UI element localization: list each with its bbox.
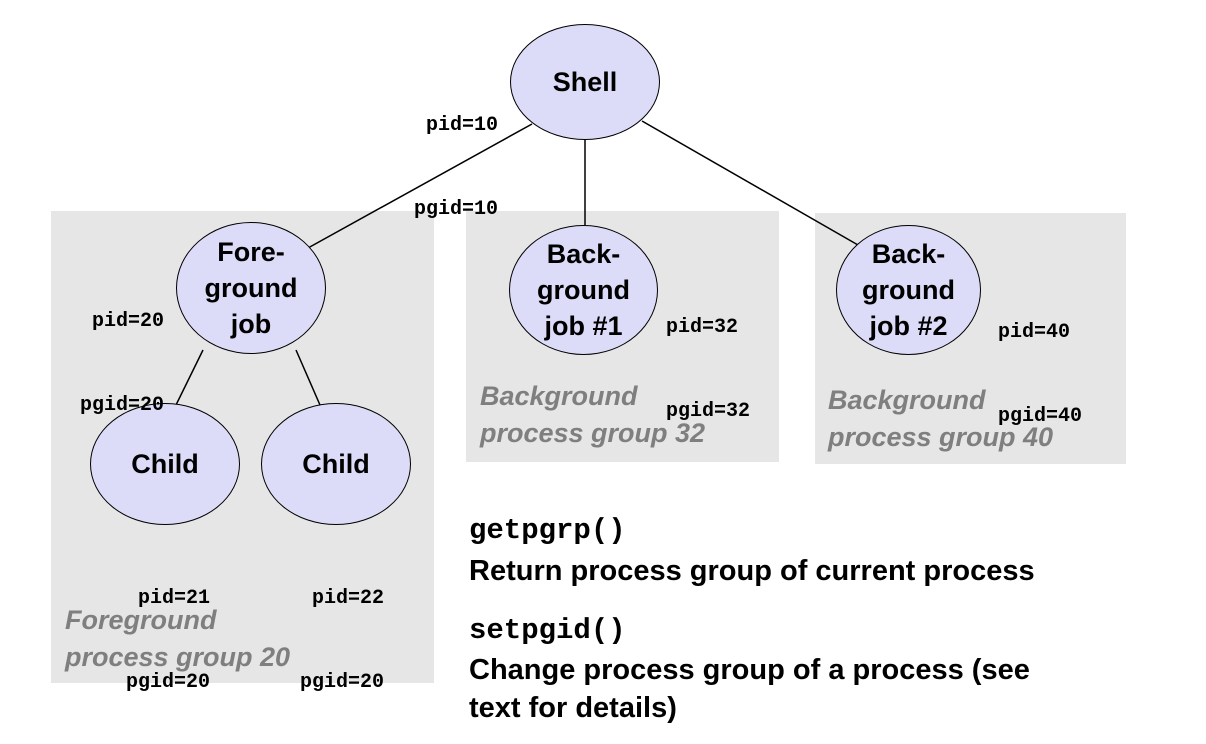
edge-shell-background-2 xyxy=(641,120,859,246)
background-group-40-label: Background process group 40 xyxy=(828,385,1054,452)
child-2-pid: pid=22 xyxy=(311,587,384,610)
shell-node: Shell xyxy=(510,24,660,140)
foreground-job-ids: pid=20 pgid=20 xyxy=(56,252,164,448)
child-1-pid: pid=21 xyxy=(137,587,210,610)
setpgid-function-name: setpgid() xyxy=(469,614,626,647)
child-2-pgid: pgid=20 xyxy=(299,671,384,694)
getpgrp-function-name: getpgrp() xyxy=(469,514,626,547)
foreground-group-label: Foreground process group 20 xyxy=(65,605,291,672)
edge-shell-foreground xyxy=(307,123,533,249)
edge-foreground-child-2 xyxy=(295,349,321,406)
background-job-2-ids: pid=40 pgid=40 xyxy=(998,263,1108,459)
background-job-2-node: Back- ground job #2 xyxy=(836,225,981,355)
edge-foreground-child-1 xyxy=(175,349,204,406)
background-job-1-ids: pid=32 pgid=32 xyxy=(666,258,776,454)
child-2-node: Child xyxy=(261,403,411,525)
background-group-32-label: Background process group 32 xyxy=(480,381,706,448)
background-job-1-pid: pid=32 xyxy=(666,316,739,339)
foreground-job-pid: pid=20 xyxy=(91,310,164,333)
background-job-2-pid: pid=40 xyxy=(998,321,1071,344)
getpgrp-description: Return process group of current process xyxy=(469,555,1035,587)
child-1-pgid: pgid=20 xyxy=(125,671,210,694)
shell-pid: pid=10 xyxy=(425,114,498,137)
shell-pgid: pgid=10 xyxy=(413,198,498,221)
child-2-ids: pid=22 pgid=20 xyxy=(274,529,384,725)
foreground-job-pgid: pgid=20 xyxy=(79,394,164,417)
background-job-1-node: Back- ground job #1 xyxy=(509,225,658,355)
background-job-2-pgid: pgid=40 xyxy=(998,405,1083,428)
shell-ids: pid=10 pgid=10 xyxy=(390,56,498,252)
foreground-job-node: Fore- ground job xyxy=(176,222,326,354)
background-job-1-pgid: pgid=32 xyxy=(666,400,751,423)
child-1-node: Child xyxy=(90,403,240,525)
setpgid-description: Change process group of a process (see t… xyxy=(469,654,1030,724)
child-1-ids: pid=21 pgid=20 xyxy=(100,529,210,725)
